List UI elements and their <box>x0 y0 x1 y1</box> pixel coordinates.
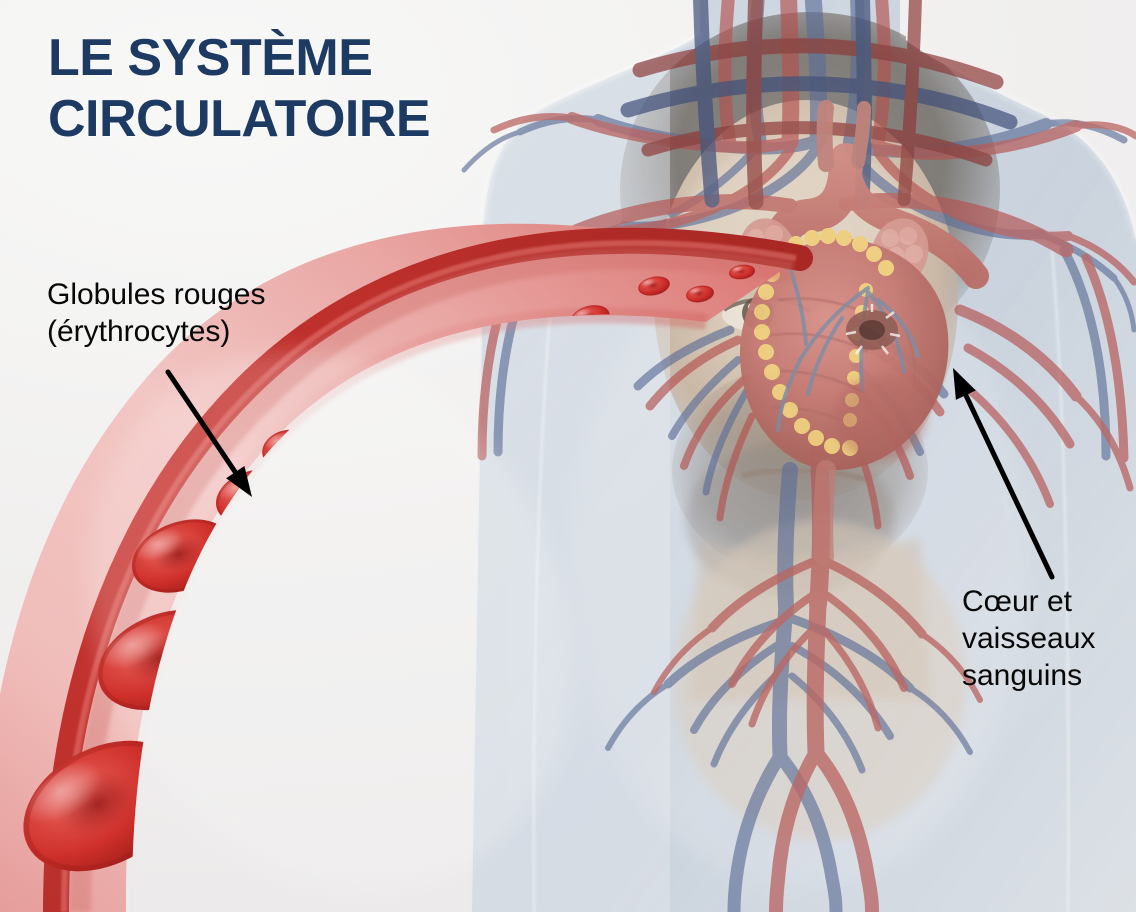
red-blood-cell <box>685 285 715 303</box>
circulatory-tree <box>461 0 1136 912</box>
arrow-shaft <box>961 388 1055 580</box>
heart-illustration <box>739 100 989 566</box>
label-red-blood-cells: Globules rouges (érythrocytes) <box>47 278 266 348</box>
arrow-head <box>953 368 976 400</box>
red-blood-cell <box>728 264 756 280</box>
page-title: LE SYSTÈME CIRCULATOIRE <box>48 29 431 148</box>
red-blood-cell <box>638 276 670 296</box>
valve-detail <box>845 304 901 355</box>
arrow-shaft <box>165 369 241 479</box>
blood-vessel <box>0 223 813 912</box>
annotation-arrows <box>165 368 1055 580</box>
label-heart-and-vessels: Cœur et vaisseaux sanguins <box>962 585 1096 692</box>
arrow-head <box>226 465 252 497</box>
